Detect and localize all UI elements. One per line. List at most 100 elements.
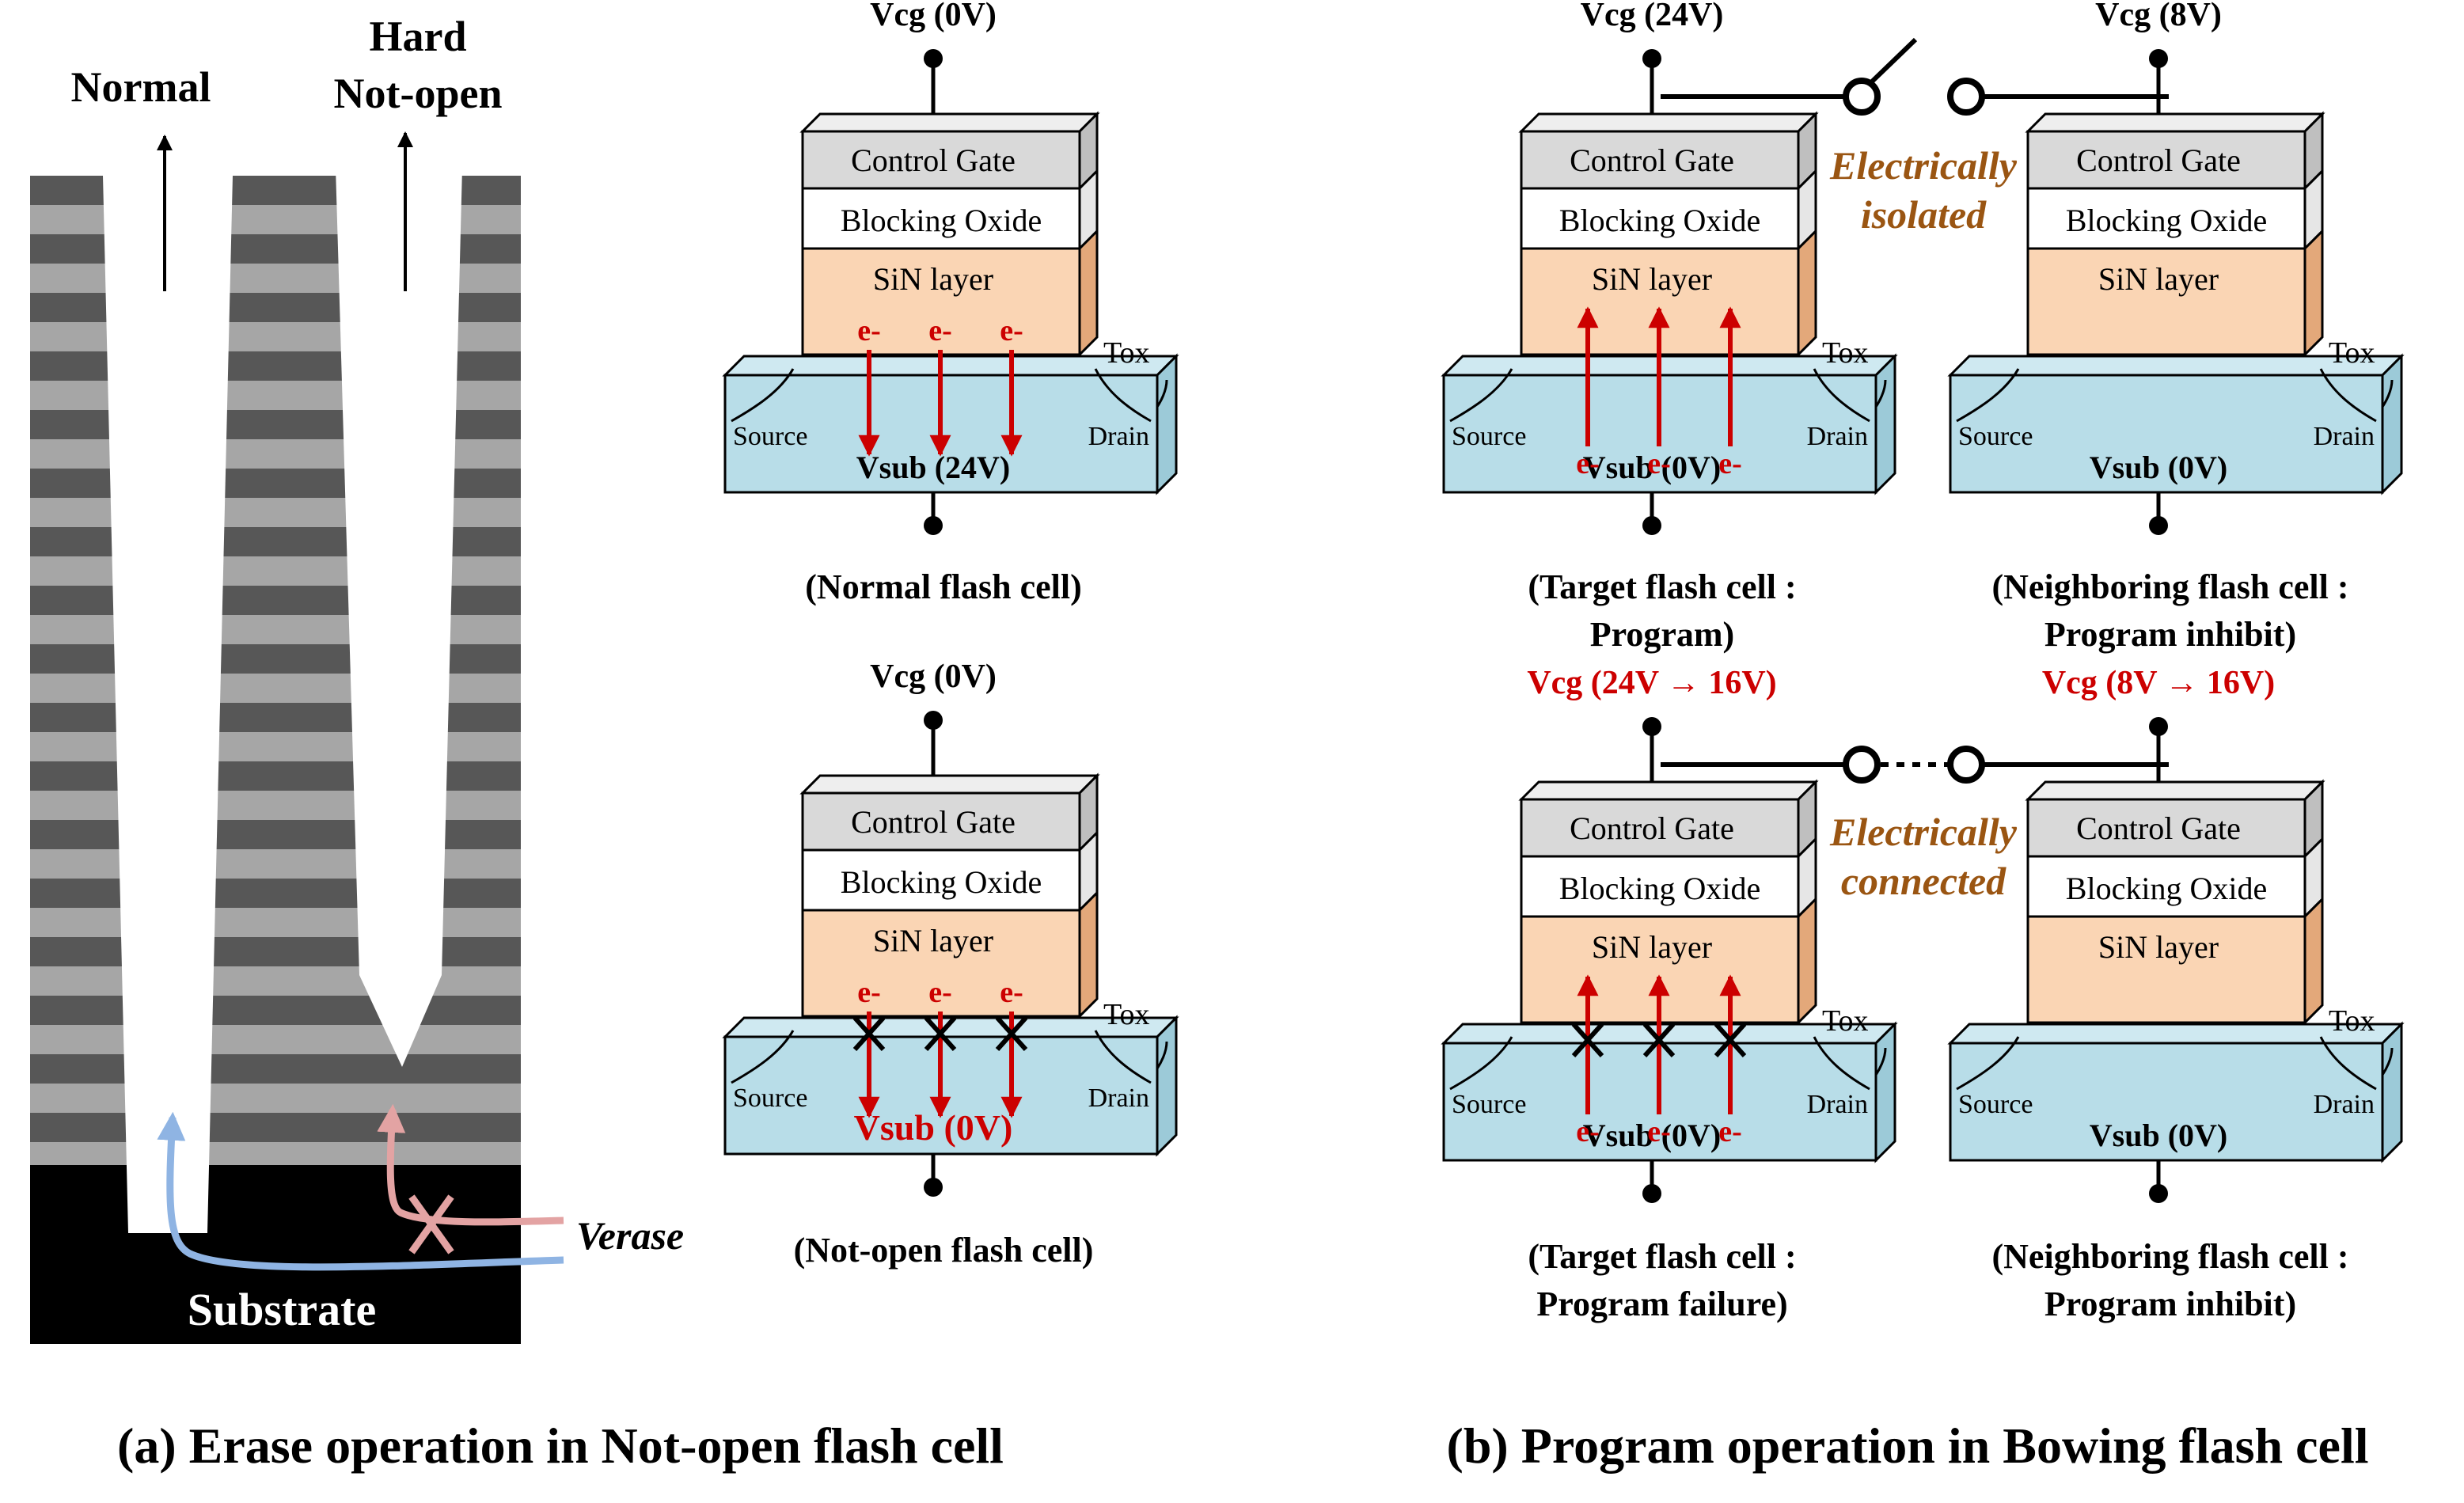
substrate-box bbox=[1949, 374, 2384, 494]
electron-label: e- bbox=[857, 976, 881, 1009]
caption-notopen-cell: (Not-open flash cell) bbox=[794, 1231, 1094, 1270]
sin-layer bbox=[2026, 247, 2306, 356]
electron-label: e- bbox=[1647, 447, 1671, 480]
label-not-open: Not-open bbox=[334, 70, 503, 117]
switch-closed-terminal-left bbox=[1843, 746, 1881, 784]
label-sin-layer: SiN layer bbox=[873, 261, 993, 297]
connection-top: Electrically isolated bbox=[1661, 37, 2169, 237]
open-switch-lever bbox=[1869, 37, 1918, 85]
switch-open-terminal-right bbox=[1947, 78, 1985, 116]
blocking-oxide-layer bbox=[1520, 855, 1800, 918]
electron-label: e- bbox=[1718, 1115, 1742, 1148]
label-vsub: Vsub (0V) bbox=[2090, 450, 2227, 485]
blocked-x-icon bbox=[1571, 1022, 1604, 1058]
sin-layer bbox=[2026, 915, 2306, 1024]
source-junction bbox=[1449, 1036, 1513, 1091]
label-drain: Drain bbox=[2314, 422, 2375, 451]
label-substrate: Substrate bbox=[188, 1284, 376, 1335]
label-vcg: Vcg (24V) bbox=[1581, 0, 1724, 33]
label-electrically-connected-2: connected bbox=[1841, 859, 2007, 903]
electron-label: e- bbox=[857, 314, 881, 347]
control-gate-layer bbox=[801, 791, 1081, 852]
label-sin-layer: SiN layer bbox=[1592, 929, 1712, 965]
drain-junction bbox=[1094, 368, 1152, 423]
label-vsub: Vsub (0V) bbox=[854, 1107, 1013, 1148]
electron-label: e- bbox=[1647, 1115, 1671, 1148]
label-control-gate: Control Gate bbox=[851, 804, 1016, 840]
caption-target-failure-1: (Target flash cell : bbox=[1528, 1237, 1796, 1276]
substrate-terminal-dot bbox=[1642, 1184, 1661, 1203]
label-blocking-oxide: Blocking Oxide bbox=[2066, 203, 2267, 238]
label-tox: Tox bbox=[1822, 336, 1869, 370]
stack-light-layer bbox=[30, 1084, 521, 1113]
caption-normal-cell: (Normal flash cell) bbox=[805, 567, 1081, 606]
electron-label: e- bbox=[1718, 447, 1742, 480]
substrate-terminal-dot bbox=[2149, 516, 2168, 535]
panel-a: Normal Hard Not-open Verase Substrate (a… bbox=[30, 13, 1004, 1474]
label-tox: Tox bbox=[1103, 336, 1150, 370]
label-source: Source bbox=[1958, 422, 2033, 451]
label-tox: Tox bbox=[1103, 998, 1150, 1031]
gate-terminal-dot bbox=[924, 49, 943, 68]
stack-light-layer bbox=[30, 966, 521, 996]
drain-junction bbox=[1094, 1030, 1152, 1084]
electron-label: e- bbox=[1576, 447, 1600, 480]
label-tox: Tox bbox=[1822, 1004, 1869, 1038]
caption-b: (b) Program operation in Bowing flash ce… bbox=[1447, 1418, 2369, 1474]
label-blocking-oxide: Blocking Oxide bbox=[841, 864, 1042, 900]
caption-target-program-2: Program) bbox=[1590, 615, 1734, 654]
label-drain: Drain bbox=[1807, 1090, 1868, 1119]
gate-terminal-dot bbox=[1642, 49, 1661, 68]
label-source: Source bbox=[1452, 422, 1526, 451]
label-vsub: Vsub (24V) bbox=[856, 450, 1010, 485]
label-source: Source bbox=[1958, 1090, 2033, 1119]
caption-neighbor-bottom-2: Program inhibit) bbox=[2044, 1285, 2296, 1323]
label-source: Source bbox=[733, 422, 807, 451]
label-normal: Normal bbox=[71, 63, 211, 111]
switch-open-terminal-left bbox=[1843, 78, 1881, 116]
label-tox: Tox bbox=[2329, 336, 2375, 370]
control-gate-layer bbox=[801, 130, 1081, 190]
stack-light-layer bbox=[30, 791, 521, 820]
label-source: Source bbox=[733, 1084, 807, 1113]
label-electrically-isolated-1: Electrically bbox=[1829, 143, 2018, 188]
electron-label: e- bbox=[1576, 1115, 1600, 1148]
caption-neighbor-top-1: (Neighboring flash cell : bbox=[1992, 567, 2349, 606]
control-gate-layer bbox=[1520, 798, 1800, 858]
source-junction bbox=[1956, 368, 2020, 423]
label-vcg: Vcg (0V) bbox=[870, 0, 997, 33]
label-electrically-isolated-2: isolated bbox=[1861, 192, 1987, 237]
label-control-gate: Control Gate bbox=[2076, 142, 2241, 178]
switch-closed-terminal-right bbox=[1947, 746, 1985, 784]
caption-neighbor-bottom-1: (Neighboring flash cell : bbox=[1992, 1237, 2349, 1276]
caption-target-program-1: (Target flash cell : bbox=[1528, 567, 1796, 606]
label-sin-layer: SiN layer bbox=[1592, 261, 1712, 297]
label-vsub: Vsub (0V) bbox=[2090, 1118, 2227, 1153]
label-blocking-oxide: Blocking Oxide bbox=[1559, 203, 1760, 238]
not-open-channel-hole bbox=[336, 168, 462, 1067]
gate-terminal-dot bbox=[1642, 717, 1661, 736]
erase-blocked-x-icon bbox=[408, 1194, 454, 1254]
blocking-oxide-layer bbox=[2026, 187, 2306, 250]
blocked-x-icon bbox=[1714, 1022, 1747, 1058]
electron-label: e- bbox=[1000, 314, 1023, 347]
gate-terminal-dot bbox=[2149, 49, 2168, 68]
label-vcg: Vcg (8V → 16V) bbox=[2042, 665, 2275, 701]
label-control-gate: Control Gate bbox=[1570, 142, 1734, 178]
drain-junction bbox=[2319, 1036, 2377, 1091]
substrate-block bbox=[30, 1165, 521, 1344]
blocked-x-icon bbox=[1642, 1022, 1676, 1058]
caption-target-failure-2: Program failure) bbox=[1536, 1285, 1787, 1323]
label-drain: Drain bbox=[1807, 422, 1868, 451]
label-verase: Verase bbox=[576, 1213, 684, 1258]
gate-terminal-dot bbox=[2149, 717, 2168, 736]
label-sin-layer: SiN layer bbox=[873, 923, 993, 958]
source-junction bbox=[731, 1030, 795, 1084]
drain-junction bbox=[2319, 368, 2377, 423]
